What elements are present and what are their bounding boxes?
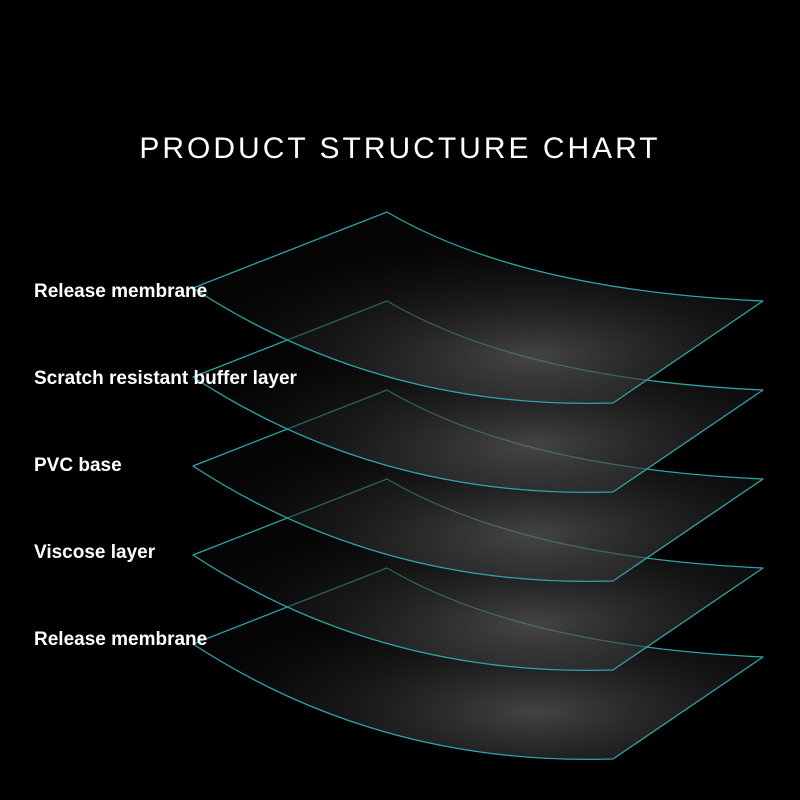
layer-sheet-1 bbox=[192, 211, 764, 405]
layer-label-release-membrane-top: Release membrane bbox=[34, 281, 208, 302]
layer-label-release-membrane-bottom: Release membrane bbox=[34, 629, 208, 650]
page-title: PRODUCT STRUCTURE CHART bbox=[139, 132, 661, 165]
layer-label-viscose-layer: Viscose layer bbox=[34, 542, 156, 563]
layer-label-scratch-resistant-buffer: Scratch resistant buffer layer bbox=[34, 368, 297, 389]
layer-label-pvc-base: PVC base bbox=[34, 455, 122, 476]
